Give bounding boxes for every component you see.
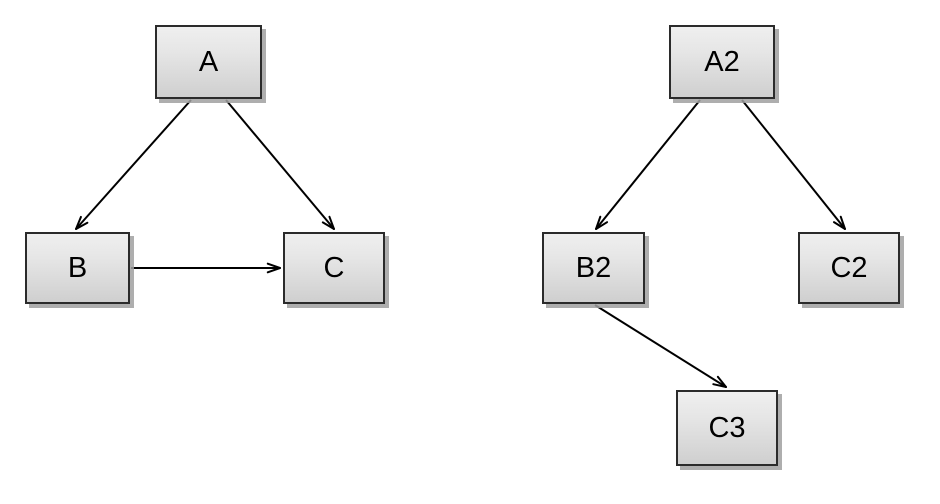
node-b-label: B [67,251,88,284]
node-b[interactable]: B [25,232,130,304]
node-c3-label: C3 [708,411,746,444]
arrowhead-a-c [321,221,335,230]
edge-a2-c2 [741,99,846,230]
edge-a-c [225,99,335,230]
arrowhead-a2-b2 [595,215,602,230]
node-b2[interactable]: B2 [542,232,645,304]
node-a-label: A [198,45,219,78]
arrowhead-a2-c2 [839,215,846,230]
node-b2-label: B2 [575,251,612,284]
node-c[interactable]: C [283,232,385,304]
arrowhead-a2-b2 [595,221,609,230]
arrowhead-a2-c2 [832,221,846,230]
node-c3[interactable]: C3 [676,390,778,466]
node-c2[interactable]: C2 [798,232,900,304]
arrowhead-a-b [75,215,82,230]
edge-a-b [75,99,192,230]
edge-b2-c3 [594,304,727,388]
arrowhead-b2-c3 [716,375,727,388]
arrowhead-b2-c3 [712,383,727,388]
edge-group [75,99,846,388]
arrowhead-a-c [328,215,335,230]
node-a2-label: A2 [704,45,740,78]
arrowhead-b-c [266,262,281,269]
node-a2[interactable]: A2 [669,25,775,99]
node-c2-label: C2 [830,251,868,284]
arrowhead-a-b [75,221,89,230]
node-c-label: C [323,251,345,284]
arrowhead-b-c [266,267,281,274]
edge-a2-b2 [595,99,701,230]
node-a[interactable]: A [155,25,262,99]
